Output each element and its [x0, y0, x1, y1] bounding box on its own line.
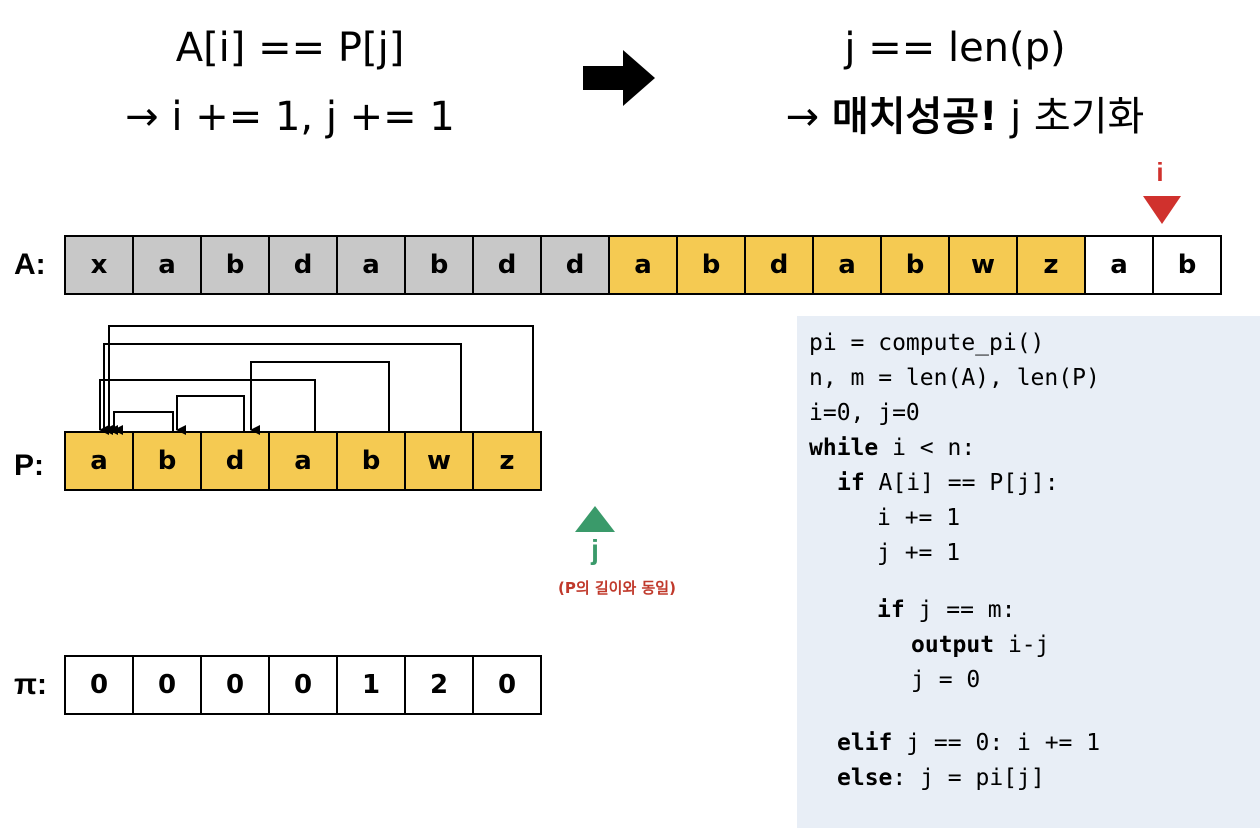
array-p-cell-1: b: [132, 431, 202, 491]
code-line-5: if A[i] == P[j]:: [837, 470, 1059, 496]
code-line-7: j += 1: [877, 540, 961, 566]
code-line-2: n, m = len(A), len(P): [809, 365, 1100, 391]
j-pointer-note: (P의 길이와 동일): [558, 579, 676, 597]
code-line-1: pi = compute_pi(): [809, 330, 1045, 356]
array-p-cell-3: a: [268, 431, 338, 491]
i-pointer-label: i: [1156, 157, 1164, 187]
reset-j-text: j 초기화: [1010, 94, 1145, 140]
array-a-cell-5: b: [404, 235, 474, 295]
array-p-cell-4: b: [336, 431, 406, 491]
array-a-cell-6: d: [472, 235, 542, 295]
array-a-cell-15: a: [1084, 235, 1154, 295]
code-line-11: elif j == 0: i += 1: [837, 730, 1101, 756]
right-arrow-icon: [583, 50, 655, 110]
row-label-a: A:: [14, 248, 46, 281]
j-pointer-label: j: [591, 534, 599, 565]
array-pi-cell-5: 2: [404, 655, 474, 715]
code-line-4: while i < n:: [809, 435, 976, 461]
code-line-9: output i-j: [911, 632, 1050, 658]
row-label-pi: π:: [14, 668, 47, 701]
array-p-cell-0: a: [64, 431, 134, 491]
array-a-cell-7: d: [540, 235, 610, 295]
code-line-6: i += 1: [877, 505, 961, 531]
array-p-cell-2: d: [200, 431, 270, 491]
row-label-p: P:: [14, 449, 44, 482]
array-pi-cell-4: 1: [336, 655, 406, 715]
array-pi-cell-1: 0: [132, 655, 202, 715]
array-pi-cell-0: 0: [64, 655, 134, 715]
match-success-text: 매치성공!: [831, 94, 998, 140]
array-p-cell-6: z: [472, 431, 542, 491]
j-pointer-icon: [575, 506, 615, 536]
array-a-cell-11: a: [812, 235, 882, 295]
array-a-cell-14: z: [1016, 235, 1086, 295]
array-a-cell-9: b: [676, 235, 746, 295]
left-condition: A[i] == P[j]: [175, 25, 405, 71]
array-a-cell-13: w: [948, 235, 1018, 295]
right-action-arrow: →: [785, 94, 820, 140]
array-a-cell-2: b: [200, 235, 270, 295]
array-pi-cell-6: 0: [472, 655, 542, 715]
array-pi-cell-3: 0: [268, 655, 338, 715]
failure-arrows: [99, 325, 534, 435]
array-a-cell-4: a: [336, 235, 406, 295]
i-pointer-icon: [1143, 196, 1181, 228]
code-line-12: else: j = pi[j]: [837, 765, 1045, 791]
array-a-cell-0: x: [64, 235, 134, 295]
code-line-3: i=0, j=0: [809, 400, 920, 426]
array-a-cell-3: d: [268, 235, 338, 295]
array-a-cell-8: a: [608, 235, 678, 295]
code-line-10: j = 0: [911, 667, 981, 693]
array-pi-cell-2: 0: [200, 655, 270, 715]
array-a-cell-1: a: [132, 235, 202, 295]
right-condition: j == len(p): [844, 25, 1066, 71]
right-action: → 매치성공! j 초기화: [730, 97, 1200, 137]
array-a-cell-10: d: [744, 235, 814, 295]
code-panel: pi = compute_pi() n, m = len(A), len(P) …: [797, 316, 1260, 828]
array-a-cell-16: b: [1152, 235, 1222, 295]
left-action: → i += 1, j += 1: [125, 94, 455, 140]
array-p-cell-5: w: [404, 431, 474, 491]
array-a-cell-12: b: [880, 235, 950, 295]
code-line-8: if j == m:: [877, 597, 1016, 623]
